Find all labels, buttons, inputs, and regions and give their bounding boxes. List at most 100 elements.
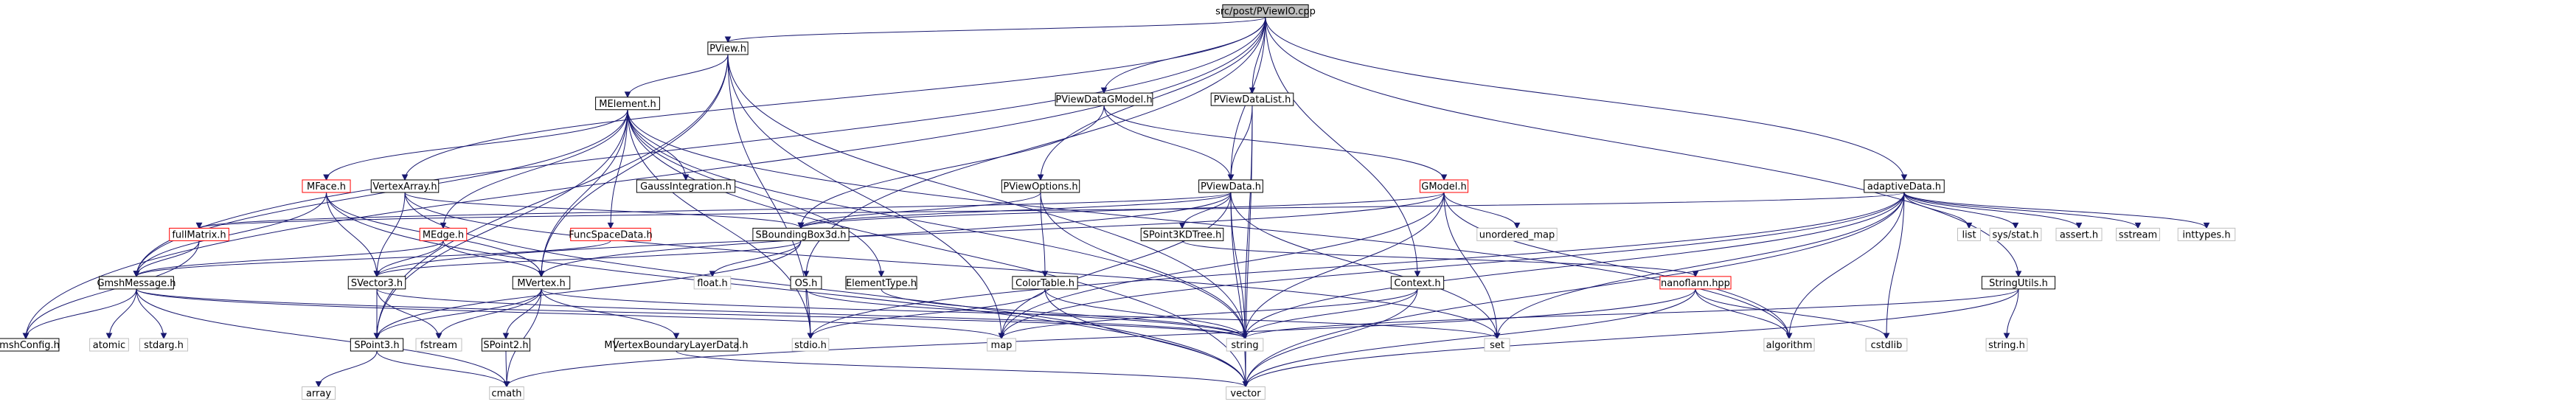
node-colortable[interactable]: ColorTable.h <box>1012 276 1078 290</box>
edge-medge-to-gmshmessage <box>133 240 444 277</box>
node-label: map <box>991 340 1013 351</box>
node-list[interactable]: list <box>1957 227 1981 241</box>
node-sstream[interactable]: sstream <box>2116 227 2160 241</box>
node-vertexarray[interactable]: VertexArray.h <box>370 179 440 193</box>
edge-arrowhead <box>1513 222 1521 229</box>
node-pviewoptions[interactable]: PViewOptions.h <box>1001 179 1080 193</box>
node-mface[interactable]: MFace.h <box>302 179 351 193</box>
edge-line <box>1245 288 1418 387</box>
node-fullmatrix[interactable]: fullMatrix.h <box>169 227 229 241</box>
node-label: SVector3.h <box>351 278 403 289</box>
node-gaussint[interactable]: GaussIntegration.h <box>636 179 736 193</box>
node-elementtype[interactable]: ElementType.h <box>845 276 917 290</box>
node-stdarg[interactable]: stdarg.h <box>139 338 189 352</box>
node-fstream[interactable]: fstream <box>415 338 462 352</box>
edge-arrowhead <box>1414 271 1421 277</box>
node-sbbox[interactable]: SBoundingBox3d.h <box>752 227 850 241</box>
edge-line <box>1244 288 1418 339</box>
edge-line <box>1265 17 2019 277</box>
edge-line <box>627 109 882 277</box>
node-label: vector <box>1230 388 1261 399</box>
node-funcspace[interactable]: FuncSpaceData.h <box>569 227 653 241</box>
edge-line <box>1496 192 1905 339</box>
node-asserth[interactable]: assert.h <box>2055 227 2103 241</box>
node-stdio[interactable]: stdio.h <box>791 338 830 352</box>
edge-line <box>727 54 1002 339</box>
edge-gmodel-to-unordered <box>1443 192 1521 229</box>
node-gmshconfig[interactable]: GmshConfig.h <box>0 338 60 352</box>
node-label: MEdge.h <box>423 229 464 240</box>
edge-line <box>136 288 507 387</box>
node-box <box>1419 179 1469 193</box>
node-stringh[interactable]: string.h <box>1985 338 2028 352</box>
node-medge[interactable]: MEdge.h <box>419 227 468 241</box>
node-cmathn[interactable]: cmath <box>489 386 524 400</box>
node-box <box>707 41 749 55</box>
node-contexth[interactable]: Context.h <box>1390 276 1445 290</box>
node-label: sstream <box>2119 229 2157 240</box>
node-gmshmessage[interactable]: GmshMessage.h <box>97 276 176 290</box>
node-cstdlib[interactable]: cstdlib <box>1865 338 1908 352</box>
node-box <box>2116 227 2160 241</box>
node-melement[interactable]: MElement.h <box>595 97 660 111</box>
node-box <box>1476 227 1558 241</box>
edge-mvertexbl-to-vectorn <box>676 350 1249 388</box>
node-spoint3[interactable]: SPoint3.h <box>350 338 404 352</box>
edge-root-to-gmshmessage <box>133 17 1266 277</box>
node-stringn[interactable]: string <box>1226 338 1264 352</box>
node-mvertexbl[interactable]: MVertexBoundaryLayerData.h <box>604 338 749 352</box>
node-box <box>1865 338 1908 352</box>
node-label: ColorTable.h <box>1016 278 1075 289</box>
edge-line <box>800 105 1105 229</box>
node-vectorn[interactable]: vector <box>1226 386 1266 400</box>
edge-arrowhead <box>373 333 381 340</box>
edge-medge-to-mvertex <box>442 240 545 277</box>
node-inttypes[interactable]: inttypes.h <box>2177 227 2236 241</box>
node-box <box>595 97 660 111</box>
edge-line <box>627 109 811 339</box>
node-spoint3kd[interactable]: SPoint3KDTree.h <box>1140 227 1224 241</box>
node-pviewdata[interactable]: PViewData.h <box>1198 179 1263 193</box>
edge-adaptivedata-to-fullmatrix <box>195 192 1905 229</box>
node-spoint2[interactable]: SPoint2.h <box>481 338 531 352</box>
edge-line <box>25 240 200 339</box>
edge-line <box>1695 288 1887 339</box>
node-box <box>1222 4 1309 18</box>
node-pviewgmodel[interactable]: PViewDataGModel.h <box>1055 92 1153 106</box>
node-pviewdatalist[interactable]: PViewDataList.h <box>1210 92 1294 106</box>
node-label: SPoint3KDTree.h <box>1143 229 1222 240</box>
node-adaptivedata[interactable]: adaptiveData.h <box>1864 179 1945 193</box>
node-box <box>419 227 468 241</box>
edge-arrowhead <box>1900 174 1908 181</box>
node-atomic[interactable]: atomic <box>89 338 129 352</box>
node-nanoflann[interactable]: nanoflann.hpp <box>1659 276 1732 290</box>
node-mvertex[interactable]: MVertex.h <box>512 276 571 290</box>
edge-line <box>541 109 628 277</box>
node-mapn[interactable]: map <box>987 338 1016 352</box>
edge-arrowhead <box>802 271 810 277</box>
node-stringutils[interactable]: StringUtils.h <box>1981 276 2056 290</box>
node-floath[interactable]: float.h <box>693 276 732 290</box>
edge-pviewdatalist-to-pviewdata <box>1227 105 1253 181</box>
node-algorithm[interactable]: algorithm <box>1763 338 1815 352</box>
node-arrayn[interactable]: array <box>302 386 336 400</box>
edge-line <box>805 17 1266 277</box>
node-osh[interactable]: OS.h <box>790 276 822 290</box>
node-pview[interactable]: PView.h <box>707 41 749 55</box>
node-gmodel[interactable]: GModel.h <box>1419 179 1469 193</box>
edge-line <box>1244 192 1905 339</box>
node-root[interactable]: src/post/PViewIO.cpp <box>1215 4 1316 18</box>
node-svector3[interactable]: SVector3.h <box>347 276 406 290</box>
node-unordered[interactable]: unordered_map <box>1476 227 1558 241</box>
node-setn[interactable]: set <box>1484 338 1510 352</box>
node-label: array <box>306 388 331 399</box>
edge-arrowhead <box>2015 271 2022 277</box>
node-label: FuncSpaceData.h <box>569 229 652 240</box>
edge-line <box>505 288 542 339</box>
node-box <box>481 338 531 352</box>
edge-funcspace-to-gmshmessage <box>133 240 611 277</box>
node-box <box>1140 227 1224 241</box>
node-sysstat[interactable]: sys/stat.h <box>1989 227 2042 241</box>
edge-arrowhead <box>538 271 545 277</box>
